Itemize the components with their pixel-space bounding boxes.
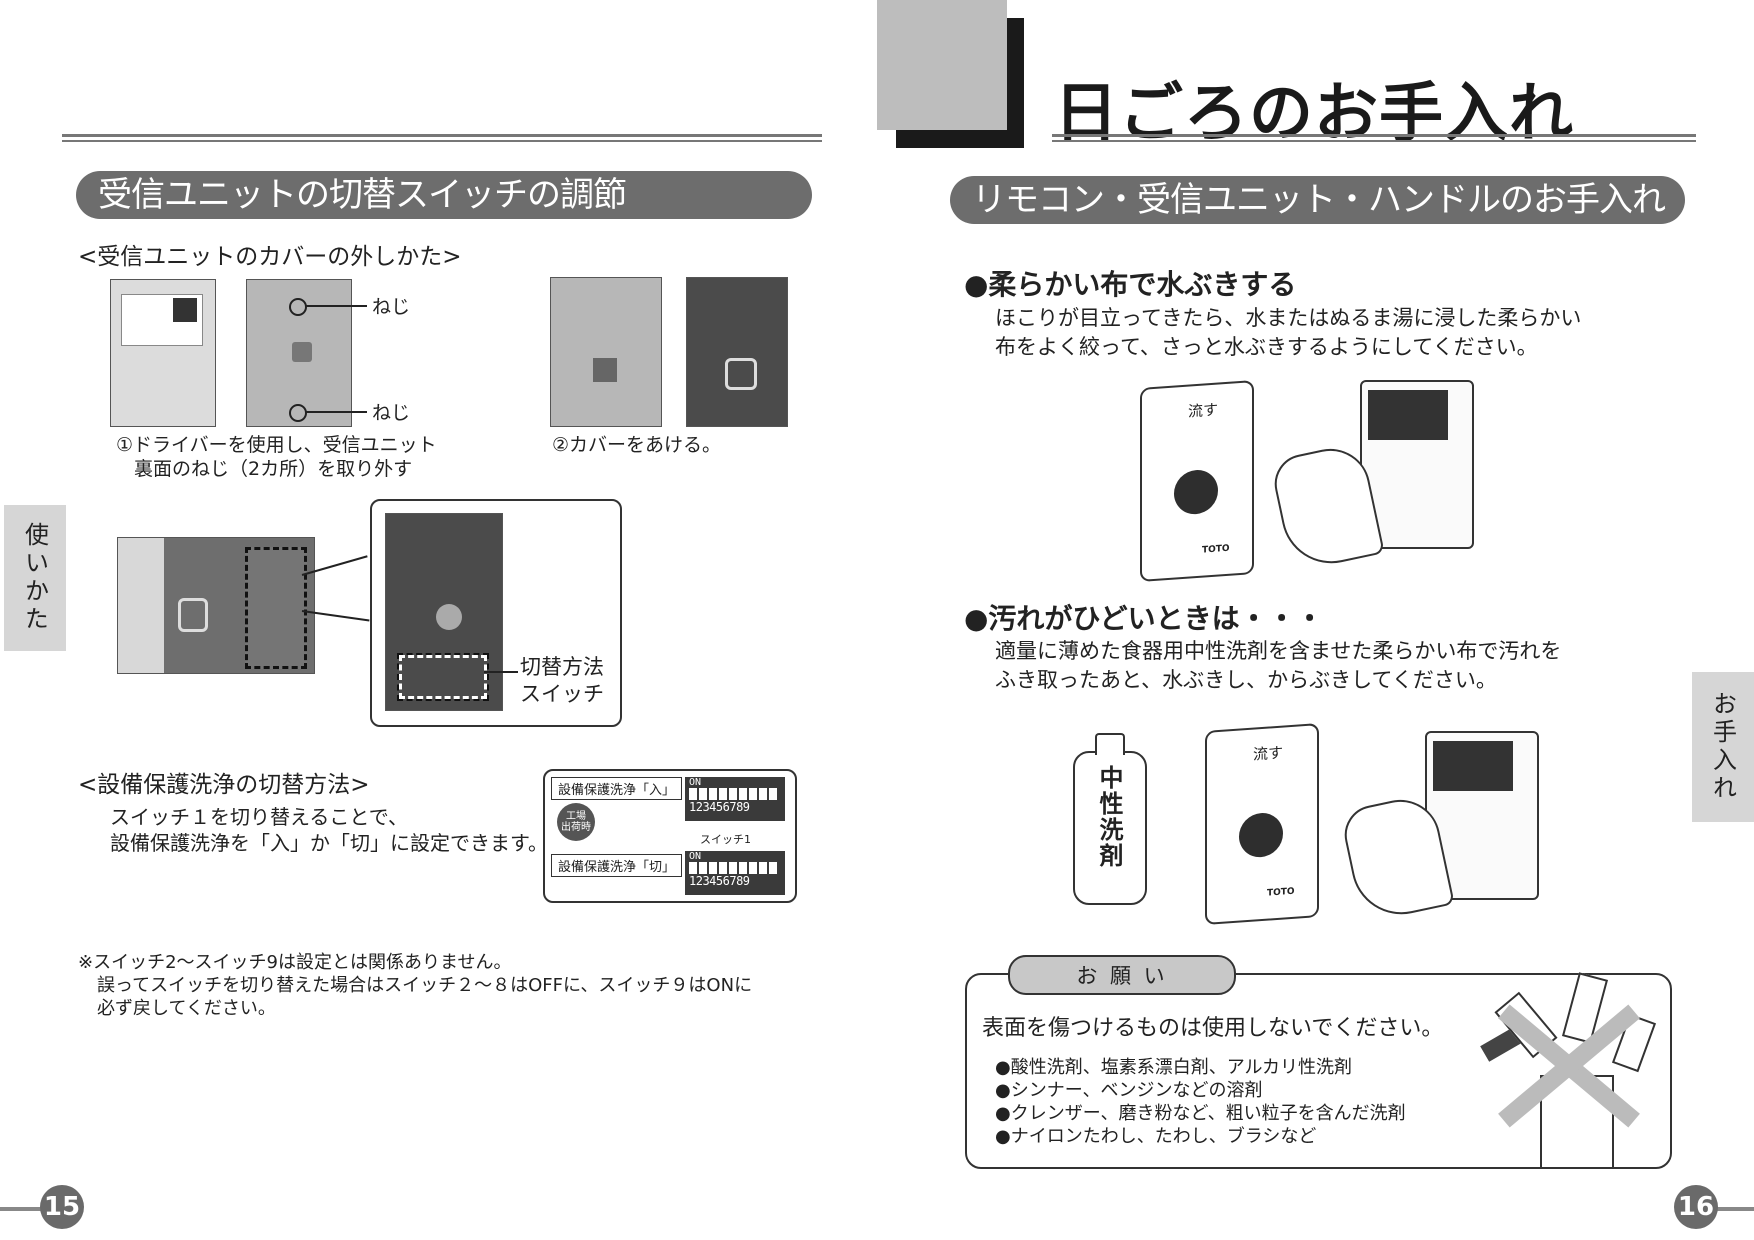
note-line1: ※スイッチ2～スイッチ9は設定とは関係ありません。 [78, 952, 512, 973]
screw-label-bottom: ねじ [372, 402, 411, 424]
prohibited-items-illustration [1470, 972, 1660, 1169]
screw-leader-bottom [305, 411, 367, 413]
remote-control-2: 流す TOTO [1205, 723, 1319, 925]
protect-line1: スイッチ１を切り替えることで、 [110, 805, 408, 829]
right-section-title: リモコン・受信ユニット・ハンドルのお手入れ [950, 176, 1685, 224]
left-header-rule [62, 134, 822, 142]
remote-swirl-icon-2 [1239, 811, 1283, 859]
remote-label: 流す [1188, 400, 1219, 421]
right-page-number: 16 [1674, 1185, 1718, 1229]
right-footer-line [1714, 1207, 1754, 1211]
switch1-label: スイッチ1 [700, 833, 751, 846]
protect-line2: 設備保護洗浄を「入」か「切」に設定できます。 [110, 831, 548, 855]
step1-line2: 裏面のねじ（2カ所）を取り外す [134, 458, 413, 480]
left-section-title: 受信ユニットの切替スイッチの調節 [76, 171, 812, 219]
dip-switch-on: ON 123456789 [685, 777, 785, 821]
notice-lead: 表面を傷つけるものは使用しないでください。 [982, 1016, 1444, 1041]
cover-heading: <受信ユニットのカバーの外しかた> [78, 244, 462, 270]
screw-label-top: ねじ [372, 296, 411, 318]
notice-item-1: ●酸性洗剤、塩素系漂白剤、アルカリ性洗剤 [995, 1057, 1352, 1078]
screw-marker-top [289, 298, 307, 316]
dip-switch-highlight [397, 653, 489, 701]
photo-unit-back-label [110, 279, 216, 427]
chapter-block [877, 0, 1007, 130]
left-footer-line [0, 1207, 42, 1211]
bullet1-title: ●柔らかい布で水ぶきする [964, 268, 1297, 301]
photo-board-zoom [385, 513, 503, 711]
bullet2-line1: 適量に薄めた食器用中性洗剤を含ませた柔らかい布で汚れを [995, 639, 1562, 663]
illustration-wipe-clean: 流す TOTO [1110, 370, 1510, 590]
photo-circuit-board [686, 277, 788, 427]
remote-brand: TOTO [1202, 543, 1230, 556]
factory-line1: 工場 [566, 811, 586, 822]
protect-heading: <設備保護洗浄の切替方法> [78, 772, 370, 798]
switch-leader [484, 671, 518, 673]
receiver-unit [1360, 380, 1474, 549]
left-page-number: 15 [40, 1185, 84, 1229]
protect-off-label: 設備保護洗浄「切」 [551, 854, 683, 877]
remote-label-2: 流す [1253, 743, 1284, 764]
photo-board-overview [117, 537, 315, 674]
board-highlight-box [245, 547, 307, 669]
switch-label-line1: 切替方法 [520, 655, 604, 679]
bullet2-title: ●汚れがひどいときは・・・ [964, 602, 1324, 635]
chapter-title: 日ごろのお手入れ [1054, 77, 1574, 151]
factory-line2: 出荷時 [561, 822, 591, 833]
zoom-callout-box: 切替方法 スイッチ [370, 499, 622, 727]
dip-switch-off: ON 123456789 [685, 851, 785, 895]
notice-title-tab: お 願 い [1008, 955, 1236, 995]
factory-default-badge: 工場 出荷時 [557, 803, 595, 841]
bottle-label: 中性洗剤 [1095, 765, 1123, 869]
photo-cover-open [550, 277, 662, 427]
protect-on-label: 設備保護洗浄「入」 [551, 777, 683, 800]
dip-on-text: ON [689, 777, 702, 788]
illustration-detergent: 中性洗剤 流す TOTO [1070, 715, 1540, 935]
bullet1-line2: 布をよく絞って、さっと水ぶきするようにしてください。 [995, 335, 1538, 359]
dip-off-text: ON [689, 851, 702, 862]
notice-item-2: ●シンナー、ベンジンなどの溶剤 [995, 1080, 1263, 1101]
remote-control: 流す TOTO [1140, 380, 1254, 582]
left-side-tab[interactable]: 使いかた [4, 505, 66, 651]
dip-numbers-on: 123456789 [689, 800, 750, 814]
dip-switch-diagram: 設備保護洗浄「入」 工場 出荷時 ON 123456789 スイッチ1 設備保護… [543, 769, 797, 903]
remote-brand-2: TOTO [1267, 886, 1295, 899]
note-line3: 必ず戻してください。 [97, 998, 276, 1019]
remote-swirl-icon [1174, 468, 1218, 516]
note-line2: 誤ってスイッチを切り替えた場合はスイッチ２～８はOFFに、スイッチ９はONに [97, 975, 753, 996]
screw-leader-top [305, 305, 367, 307]
notice-item-3: ●クレンザー、磨き粉など、粗い粒子を含んだ洗剤 [995, 1103, 1406, 1124]
dip-numbers-off: 123456789 [689, 874, 750, 888]
step2-text: ②カバーをあける。 [552, 434, 722, 456]
screw-marker-bottom [289, 404, 307, 422]
switch-label-line2: スイッチ [520, 682, 604, 706]
notice-title: お 願 い [1076, 964, 1168, 988]
right-header-rule [1052, 134, 1696, 142]
step1-line1: ①ドライバーを使用し、受信ユニット [116, 434, 437, 456]
detergent-bottle: 中性洗剤 [1073, 733, 1147, 905]
right-side-tab[interactable]: お手入れ [1692, 672, 1754, 822]
bullet1-line1: ほこりが目立ってきたら、水またはぬるま湯に浸した柔らかい [995, 306, 1582, 330]
bullet2-line2: ふき取ったあと、水ぶきし、からぶきしてください。 [995, 668, 1497, 692]
notice-item-4: ●ナイロンたわし、たわし、ブラシなど [995, 1126, 1317, 1147]
